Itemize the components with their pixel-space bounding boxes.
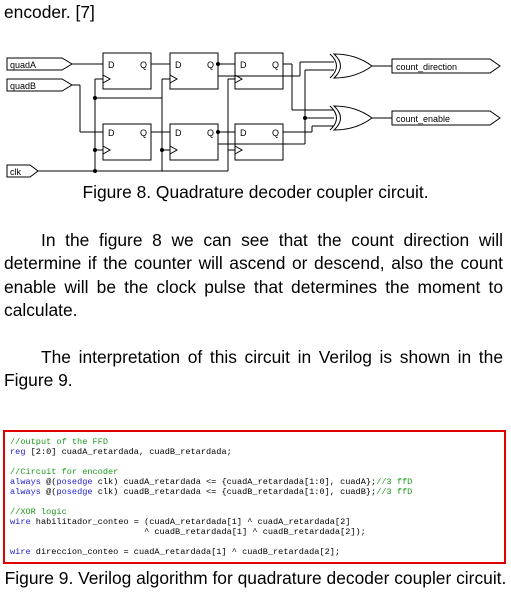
label-clk: clk	[10, 167, 21, 177]
ff-top-3-d: D	[240, 60, 247, 70]
code-line-2: reg [2:0] cuadA_retardada, cuadB_retarda…	[10, 447, 232, 457]
label-count-enable: count_enable	[396, 114, 450, 124]
intro-tail-text: encoder. [7]	[4, 2, 95, 22]
ff-bottom-1-d: D	[108, 128, 115, 138]
output-count-enable-shape	[391, 110, 501, 126]
ff-top-2-d: D	[175, 60, 182, 70]
paragraph-verilog-intro: The interpretation of this circuit in Ve…	[4, 347, 503, 391]
ff-bottom-3-q: Q	[272, 128, 279, 138]
ff-top-3-q: Q	[272, 60, 279, 70]
ff-bottom-3	[234, 123, 284, 161]
output-count-direction-shape	[391, 58, 501, 74]
ff-bottom-3-d: D	[240, 128, 247, 138]
code-line-1: //output of the FFD	[10, 437, 108, 447]
label-count-direction: count_direction	[396, 62, 457, 72]
label-quadB: quadB	[10, 81, 36, 91]
ff-top-1-d: D	[108, 60, 115, 70]
ff-top-2-q: Q	[207, 60, 214, 70]
ff-top-1	[102, 52, 152, 90]
ff-bottom-2-d: D	[175, 128, 182, 138]
input-quadA-shape	[6, 57, 73, 71]
paragraph-count-direction: In the figure 8 we can see that the coun…	[4, 230, 503, 320]
ff-bottom-1-q: Q	[140, 128, 147, 138]
ff-top-1-q: Q	[140, 60, 147, 70]
ff-top-2	[169, 52, 219, 90]
ff-bottom-2-q: Q	[207, 128, 214, 138]
code-line-4: always @(posedge clk) cuadA_retardada <=…	[10, 477, 413, 487]
figure9-caption: Figure 9. Verilog algorithm for quadratu…	[4, 568, 507, 588]
ff-bottom-2	[169, 123, 219, 161]
input-clk-shape	[6, 164, 39, 178]
quadrature-decoder-circuit-diagram: quadA quadB clk count_direction count_en…	[6, 52, 501, 178]
code-line-8: ^ cuadB_retardada[1] ^ cuadB_retardada[2…	[10, 527, 366, 537]
ff-bottom-1	[102, 123, 152, 161]
ff-top-3	[234, 52, 284, 90]
verilog-code-box: //output of the FFD reg [2:0] cuadA_reta…	[3, 430, 506, 564]
code-line-6: //XOR logic	[10, 507, 67, 517]
xor-gate-direction	[332, 53, 373, 79]
xor-gate-direction-back	[329, 53, 337, 79]
code-line-7: wire habilitador_conteo = (cuadA_retarda…	[10, 517, 351, 527]
code-line-5: always @(posedge clk) cuadB_retardada <=…	[10, 487, 413, 497]
label-quadA: quadA	[10, 60, 36, 70]
input-quadB-shape	[6, 78, 73, 92]
xor-gate-enable-back	[329, 105, 337, 131]
figure8-caption: Figure 8. Quadrature decoder coupler cir…	[82, 182, 429, 202]
code-line-9: wire direccion_conteo = cuadA_retardada[…	[10, 547, 341, 557]
xor-gate-enable	[332, 105, 373, 131]
code-line-3: //Circuit for encoder	[10, 467, 119, 477]
